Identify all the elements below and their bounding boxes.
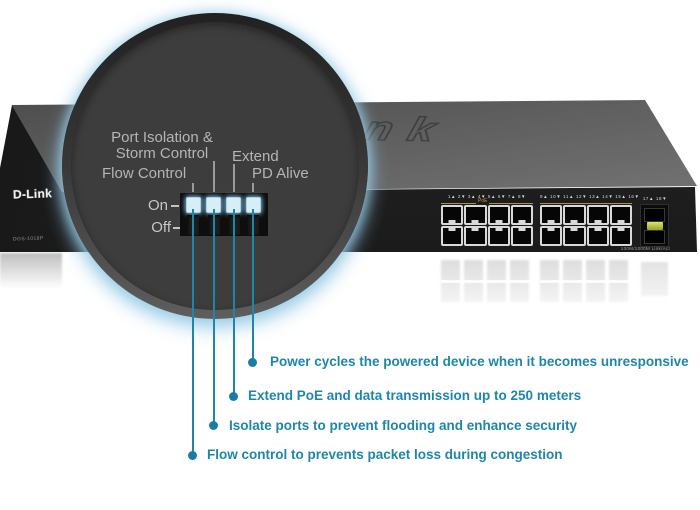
magnifier-circle xyxy=(62,13,368,319)
led-legend-text: 100M/1000M Link/Act xyxy=(620,245,670,251)
callout-line-port-isolation xyxy=(212,209,215,426)
rj45-port xyxy=(487,226,510,246)
model-number: DGS-1018P xyxy=(12,235,44,243)
reflection xyxy=(375,253,700,343)
callout-text-flow-control: Flow control to prevents packet loss dur… xyxy=(207,447,563,462)
reflection-fade xyxy=(375,253,700,343)
rj45-port xyxy=(487,205,510,225)
rj45-port xyxy=(441,226,464,246)
port-number-labels-bank2: 9▲ 10▼ 11▲ 12▼ 13▲ 14▼ 15▲ 16▼ xyxy=(540,194,640,199)
callout-text-extend: Extend PoE and data transmission up to 2… xyxy=(248,388,582,403)
label-flow-control: Flow Control xyxy=(102,165,187,182)
label-port-isolation-line1: Port Isolation & xyxy=(111,129,213,146)
rj45-port xyxy=(510,205,533,225)
rj45-port xyxy=(586,226,609,246)
label-extend: Extend xyxy=(232,148,279,165)
rj45-port xyxy=(540,226,563,246)
label-port-isolation-line2: Storm Control xyxy=(115,145,209,162)
rj45-port-bank-1 xyxy=(441,205,533,246)
poe-label: PoE xyxy=(476,198,490,204)
callout-dot-pd-alive xyxy=(248,357,257,367)
port-number-labels-sfp: 17▲ 18▼ xyxy=(642,196,668,201)
callout-line-extend xyxy=(232,209,235,397)
label-off: Off xyxy=(151,219,171,236)
rj45-port xyxy=(563,205,586,225)
rj45-port xyxy=(609,205,632,225)
brand-logo: D-Link xyxy=(12,186,53,202)
port-number-labels-bank1: 1▲ 2▼ 3▲ 4▼ 5▲ 6▼ 7▲ 8▼ xyxy=(447,194,527,199)
label-port-isolation-storm-control: Port Isolation & Storm Control xyxy=(100,130,224,162)
off-tick xyxy=(173,227,181,229)
rj45-port xyxy=(563,226,586,246)
on-tick xyxy=(171,205,179,207)
sfp-cage xyxy=(640,204,669,247)
callout-dot-extend xyxy=(229,391,238,401)
sfp-slot xyxy=(644,230,665,244)
rj45-port xyxy=(464,205,487,225)
sfp-sticker xyxy=(647,222,663,230)
callout-dot-port-isolation xyxy=(209,421,218,430)
magnifier-interior xyxy=(71,22,359,310)
callout-line-flow-control xyxy=(191,209,194,456)
pointer-extend xyxy=(232,164,235,192)
sfp-slot xyxy=(644,208,665,222)
rj45-port-bank-2 xyxy=(540,205,632,246)
rj45-port xyxy=(586,205,609,225)
rj45-port xyxy=(441,205,464,225)
rj45-port xyxy=(510,226,533,246)
callout-text-port-isolation: Isolate ports to prevent flooding and en… xyxy=(229,417,578,433)
pointer-pd-alive xyxy=(251,183,254,192)
pointer-port-isolation xyxy=(212,161,215,192)
callout-text-pd-alive: Power cycles the powered device when it … xyxy=(270,354,689,369)
pointer-flow-control xyxy=(191,183,194,192)
callout-line-pd-alive xyxy=(251,209,254,363)
rj45-port xyxy=(540,205,563,225)
label-pd-alive: PD Alive xyxy=(252,165,309,182)
label-on: On xyxy=(147,197,168,214)
callout-dot-flow-control xyxy=(188,450,197,460)
reflection-left-cap xyxy=(0,253,62,295)
poe-indicator-line-bank2 xyxy=(540,203,632,204)
rj45-port xyxy=(464,226,487,246)
rj45-port xyxy=(609,226,632,246)
